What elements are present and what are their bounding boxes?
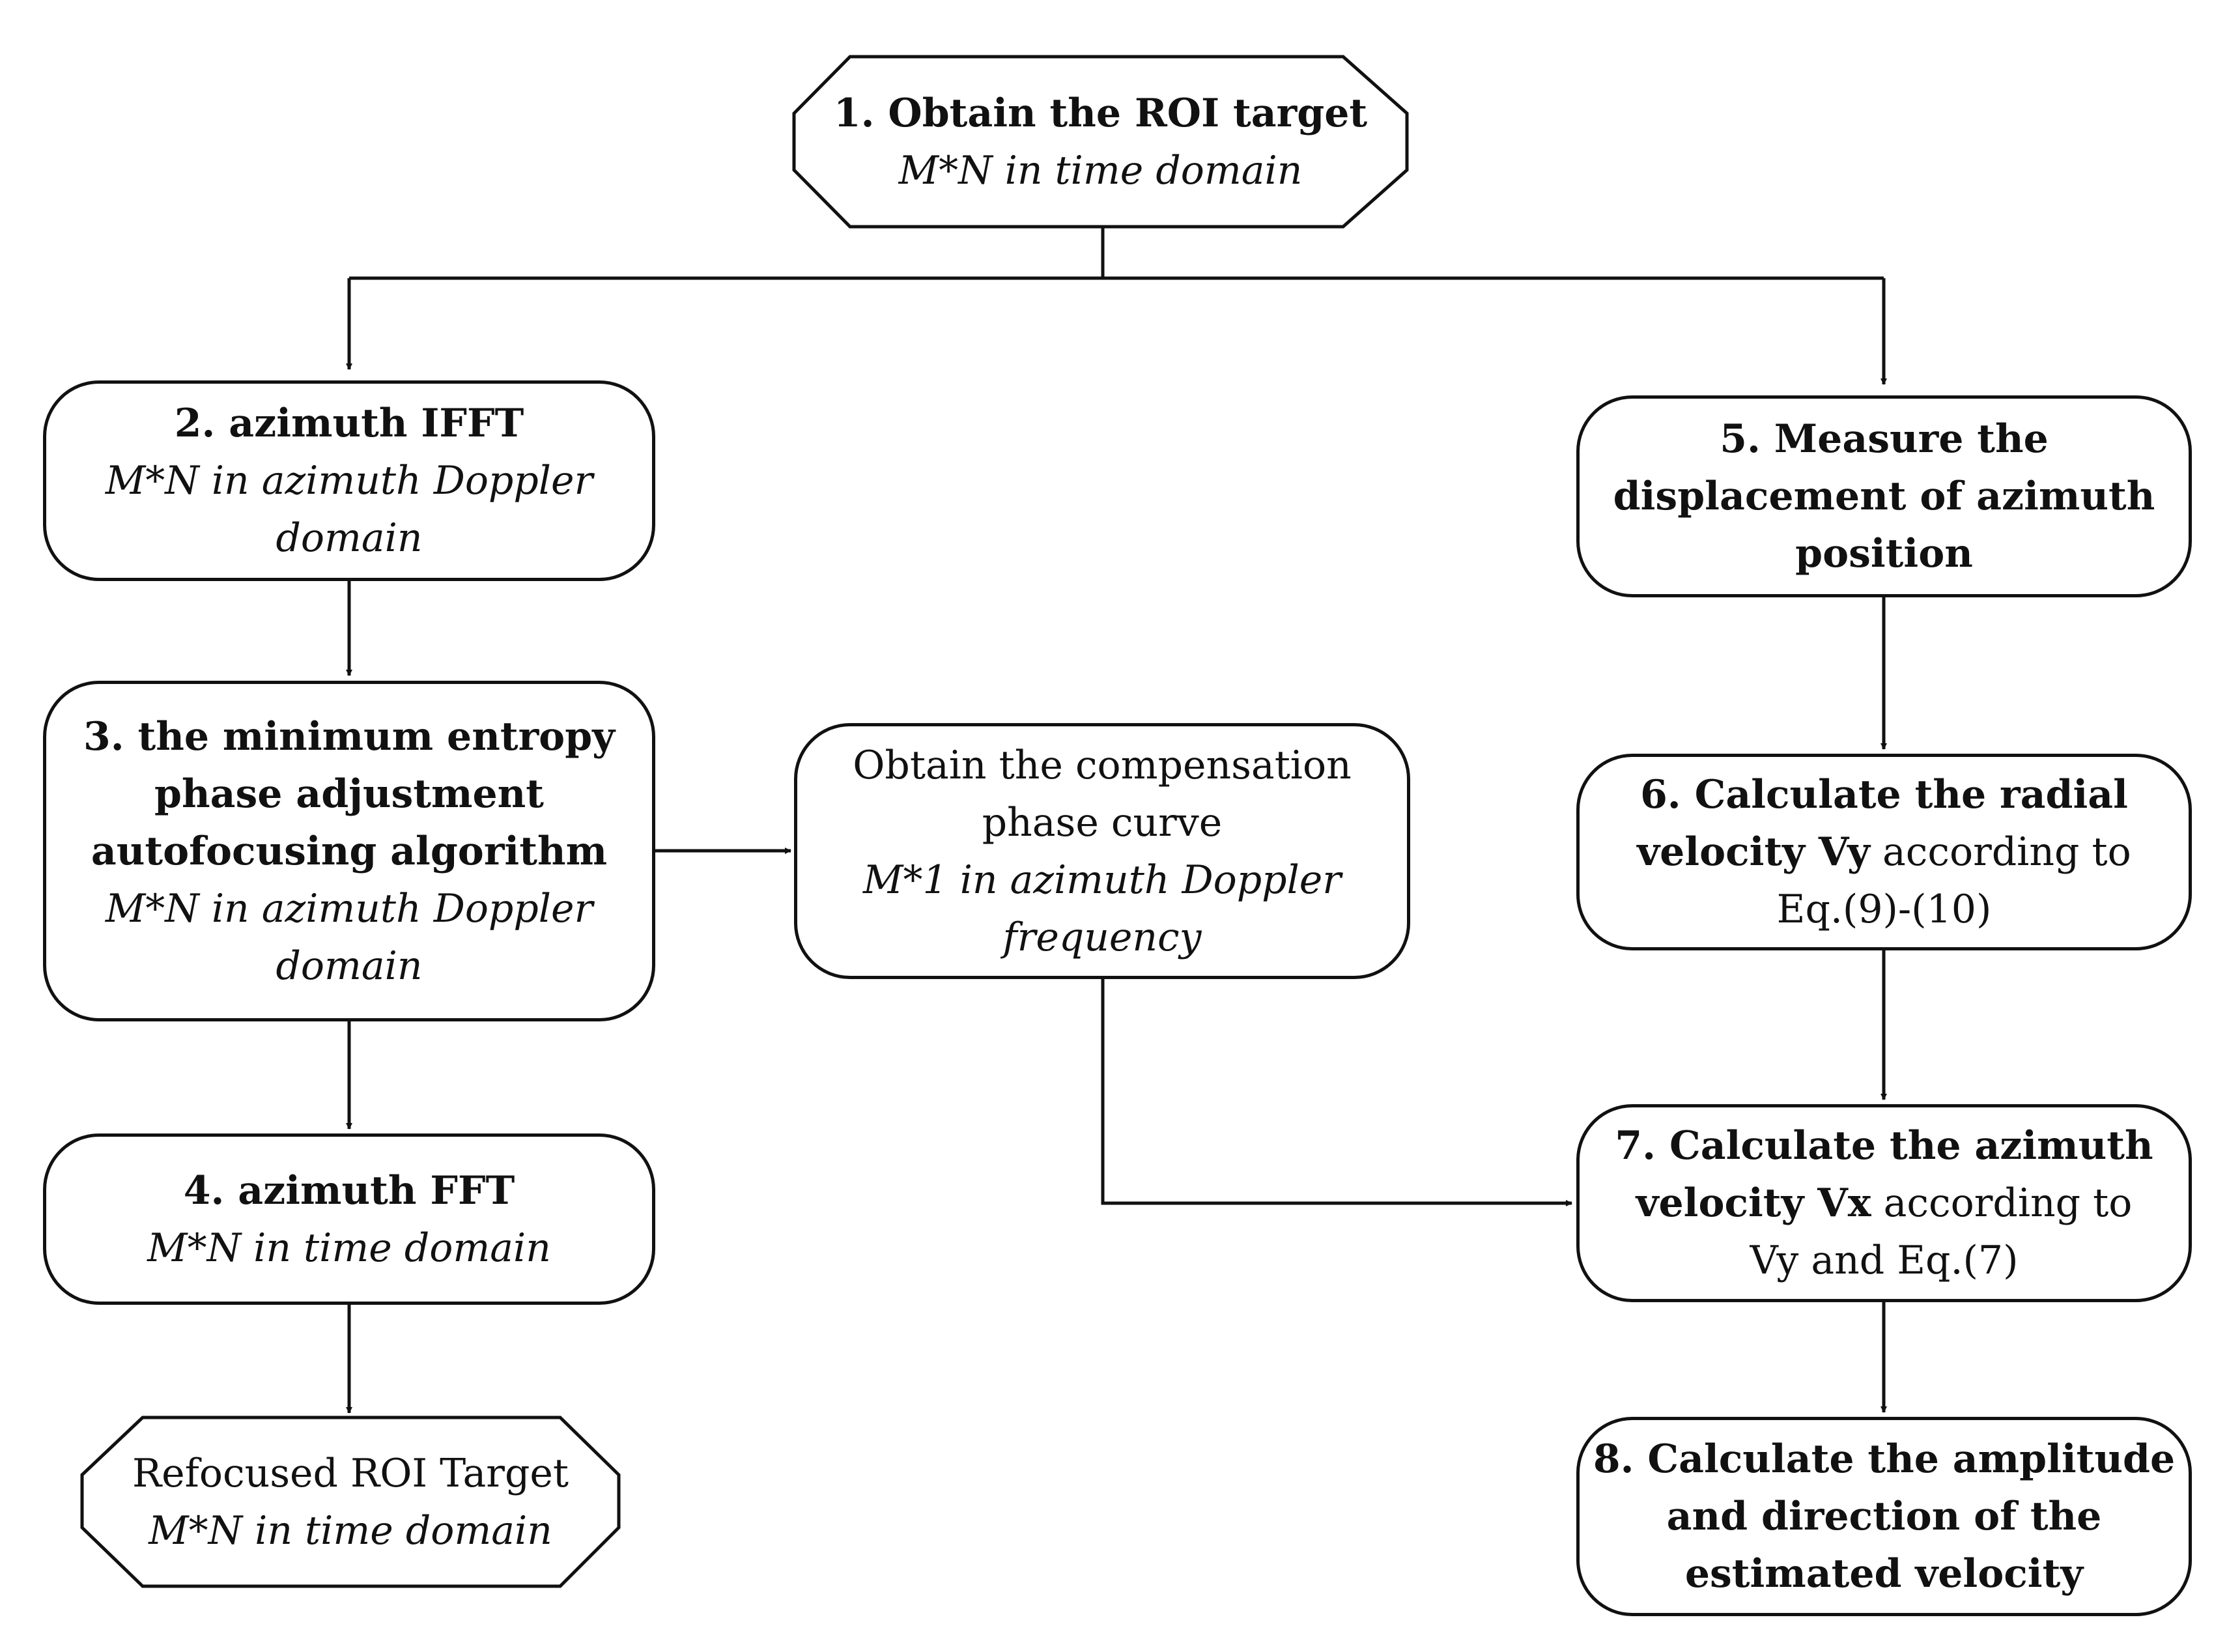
start-node-shape (792, 55, 1409, 229)
refocused-subtitle: M*N in time domain (149, 1507, 552, 1554)
node-6-line2-rest: according to (1869, 829, 2131, 875)
node-2-azimuth-ifft: 2. azimuth IFFT M*N in azimuth Doppler d… (43, 380, 655, 581)
node-7-line2: velocity Vx according to (1636, 1175, 2133, 1232)
compensation-line2: phase curve (982, 799, 1223, 846)
node-6-radial-velocity: 6. Calculate the radial velocity Vy acco… (1576, 754, 2192, 950)
node-5-line2: displacement of azimuth (1613, 474, 2155, 519)
compensation-line4: frequency (1002, 914, 1202, 960)
node-3-line2: phase adjustment (154, 771, 544, 817)
node-7-line2-rest: according to (1871, 1180, 2133, 1226)
node-3-line4: M*N in azimuth Doppler (105, 885, 593, 932)
node-1-title: 1. Obtain the ROI target (833, 90, 1368, 136)
node-4-azimuth-fft: 4. azimuth FFT M*N in time domain (43, 1133, 655, 1305)
end-node-shape (80, 1416, 621, 1588)
node-6-line2-bold: velocity Vy (1637, 829, 1870, 875)
edge-compensation-to-7 (1101, 979, 1572, 1206)
node-8-line1: 8. Calculate the amplitude (1593, 1436, 2176, 1482)
node-compensation-phase-curve: Obtain the compensation phase curve M*1 … (794, 723, 1410, 979)
node-8-amplitude-direction: 8. Calculate the amplitude and direction… (1576, 1417, 2192, 1616)
compensation-line1: Obtain the compensation (853, 742, 1352, 788)
node-6-line1: 6. Calculate the radial (1640, 772, 2128, 818)
refocused-title: Refocused ROI Target (132, 1450, 569, 1496)
compensation-line3: M*1 in azimuth Doppler (863, 857, 1341, 903)
node-8-line2: and direction of the (1666, 1494, 2102, 1539)
node-6-line3: Eq.(9)-(10) (1776, 887, 1992, 932)
node-4-title: 4. azimuth FFT (183, 1167, 515, 1214)
node-2-line2: M*N in azimuth Doppler (105, 458, 593, 504)
node-3-line5: domain (276, 943, 423, 989)
node-3-line3: autofocusing algorithm (91, 828, 608, 874)
node-5-measure-displacement: 5. Measure the displacement of azimuth p… (1576, 395, 2192, 597)
node-6-line2: velocity Vy according to (1637, 823, 2131, 881)
node-1-subtitle: M*N in time domain (898, 147, 1303, 193)
node-8-line3: estimated velocity (1684, 1551, 2084, 1597)
node-refocused-roi-target: Refocused ROI Target M*N in time domain (82, 1417, 619, 1586)
node-5-line3: position (1795, 531, 1973, 577)
node-5-line1: 5. Measure the (1720, 416, 2049, 462)
node-1-obtain-roi-target: 1. Obtain the ROI target M*N in time dom… (794, 57, 1407, 227)
node-7-line3: Vy and Eq.(7) (1750, 1238, 2019, 1283)
node-7-azimuth-velocity: 7. Calculate the azimuth velocity Vx acc… (1576, 1104, 2192, 1302)
node-3-minimum-entropy: 3. the minimum entropy phase adjustment … (43, 681, 655, 1021)
node-3-line1: 3. the minimum entropy (83, 713, 616, 760)
node-2-title: 2. azimuth IFFT (174, 401, 524, 446)
node-4-subtitle: M*N in time domain (147, 1225, 551, 1271)
node-7-line2-bold: velocity Vx (1636, 1180, 1871, 1226)
node-7-line1: 7. Calculate the azimuth (1615, 1123, 2153, 1169)
node-2-line3: domain (276, 515, 423, 561)
